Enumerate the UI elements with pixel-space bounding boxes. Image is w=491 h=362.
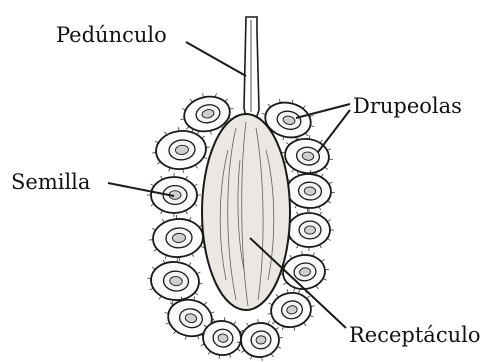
drupelet bbox=[284, 209, 334, 251]
leader-peduncle bbox=[186, 42, 246, 76]
label-peduncle: Pedúnculo bbox=[56, 25, 167, 46]
label-receptacle: Receptáculo bbox=[349, 325, 480, 346]
drupelet-seed-core bbox=[305, 226, 316, 234]
drupelet bbox=[145, 255, 206, 307]
leader-drupelets-2 bbox=[318, 110, 350, 152]
label-drupelets: Drupeolas bbox=[353, 96, 462, 117]
peduncle-stem bbox=[244, 17, 259, 122]
drupelet bbox=[147, 213, 208, 263]
label-seed: Semilla bbox=[11, 172, 90, 193]
receptacle bbox=[202, 114, 290, 310]
drupelet-seed-core bbox=[304, 187, 316, 196]
